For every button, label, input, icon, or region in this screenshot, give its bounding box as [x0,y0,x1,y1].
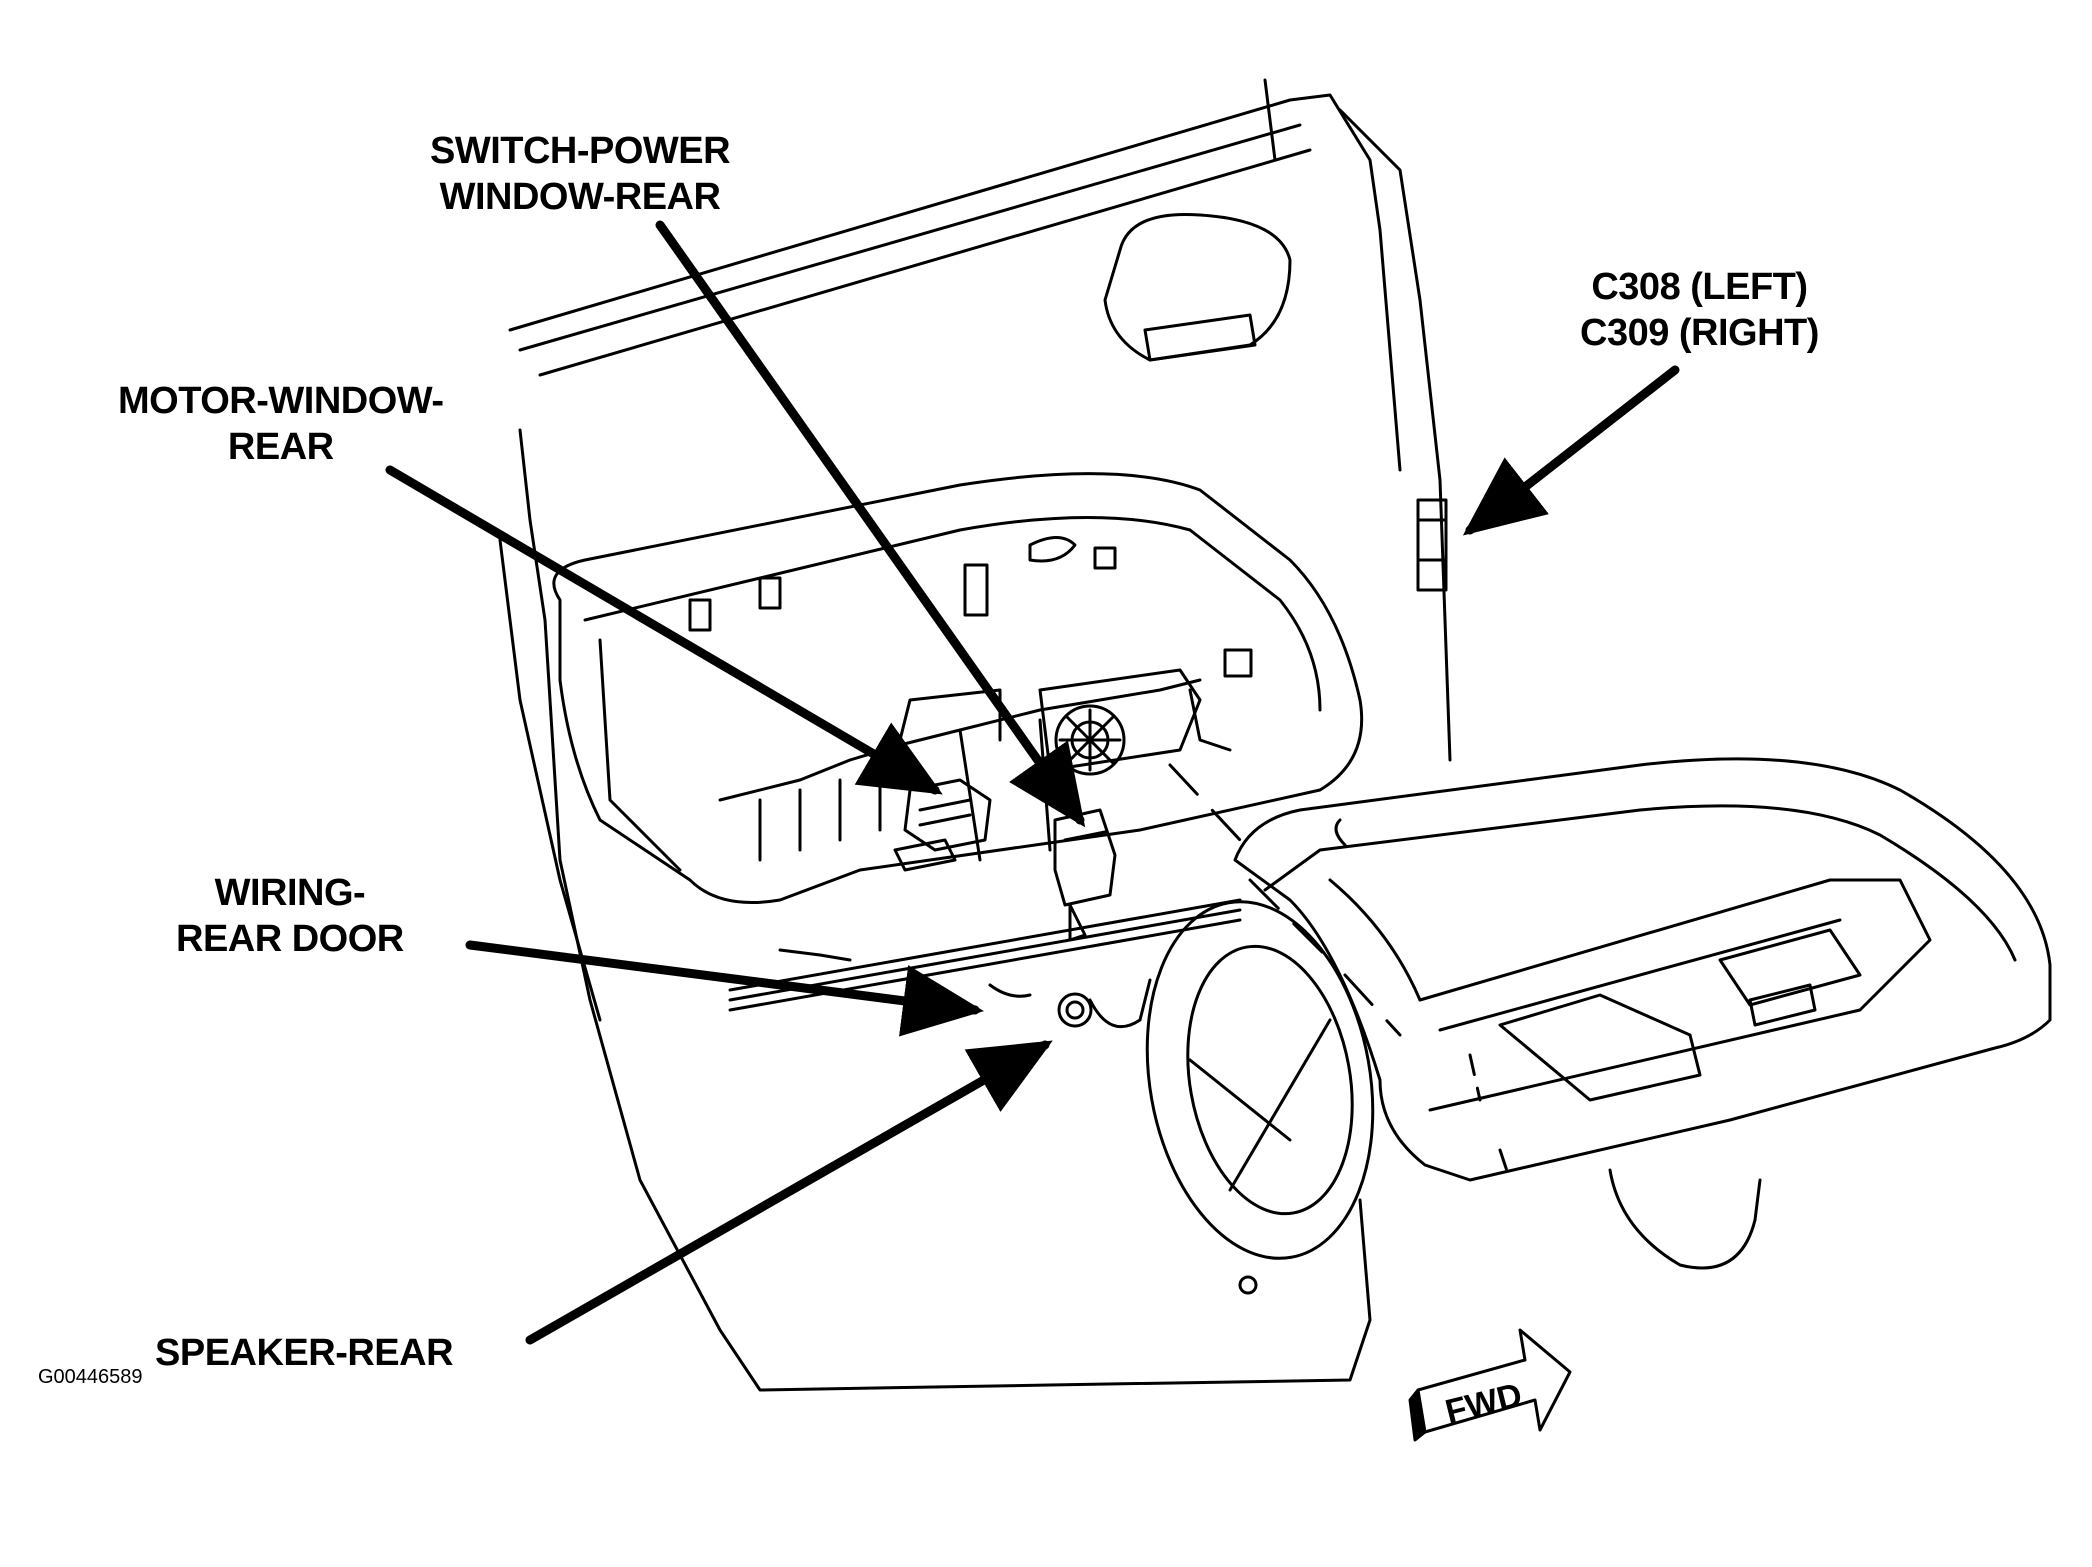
door-body [498,78,1452,1392]
label-motor-window-rear: MOTOR-WINDOW- REAR [118,380,444,468]
label-switch-power-window-rear: SWITCH-POWER WINDOW-REAR [430,130,731,218]
leader-speaker [525,1040,1053,1345]
leader-lines [385,220,1680,1345]
label-speaker-rear: SPEAKER-REAR [155,1332,454,1374]
window-motor [893,778,992,872]
door-handle-cup [1103,212,1292,362]
leader-wiring [465,940,984,1037]
figure-code: G00446589 [38,1366,143,1388]
trim-panel [1168,757,2052,1270]
power-window-switch [1053,808,1117,942]
speaker-opening [1145,900,1375,1295]
leader-connector [1462,365,1680,536]
window-regulator [718,668,1232,862]
access-cutout [552,472,1364,904]
fwd-indicator: FWD [1408,1328,1572,1442]
leader-switch [655,220,1086,828]
label-connector: C308 (LEFT) C309 (RIGHT) [1580,266,1819,354]
leader-motor [385,465,943,795]
door-connector [1416,498,1448,592]
harness-wire [988,978,1152,1029]
speaker-grommet [1057,992,1093,1028]
label-wiring-rear-door: WIRING- REAR DOOR [176,872,404,960]
